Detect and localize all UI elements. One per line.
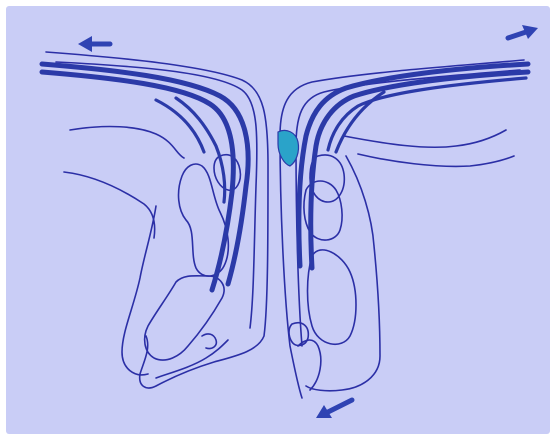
left-outer-contour xyxy=(46,52,268,388)
right-bone-lower xyxy=(308,250,357,344)
tendons xyxy=(42,64,528,290)
right-upper-fold xyxy=(344,130,506,147)
left-bone-small xyxy=(214,155,240,190)
highlight-region xyxy=(278,130,299,166)
left-structure xyxy=(46,52,268,388)
right-bone-tip xyxy=(298,340,321,390)
top-right-arrow-icon xyxy=(508,25,538,39)
left-tendon-second xyxy=(42,72,233,290)
right-small-bone xyxy=(289,323,308,346)
right-tendon-top xyxy=(299,64,528,266)
left-middle-fold xyxy=(64,172,155,238)
figure-panel xyxy=(6,6,550,434)
bottom-arrow-icon xyxy=(316,400,352,418)
left-upper-fold xyxy=(70,127,184,158)
top-left-arrow-icon xyxy=(78,36,110,52)
right-side-contour xyxy=(306,156,380,391)
right-middle-fold xyxy=(358,154,514,166)
left-tendon-inner-2 xyxy=(156,100,204,152)
left-tip-b xyxy=(202,334,216,349)
left-lower-body xyxy=(122,206,156,375)
anatomy-diagram xyxy=(6,6,550,434)
